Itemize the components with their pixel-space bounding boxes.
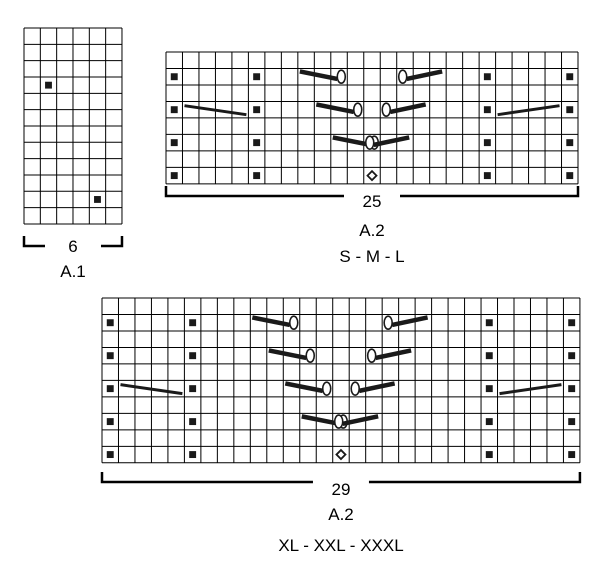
- chart-a2-large: 29 A.2 XL - XXL - XXXL: [100, 297, 582, 555]
- chart-a2-large-grid: [101, 297, 581, 464]
- chart-a2-small-marks: [170, 69, 574, 182]
- cable-stitch-bar: [251, 315, 291, 328]
- cable-stitch-oval: [397, 69, 408, 85]
- cable-stitch-bar: [391, 315, 429, 328]
- cable-stitch-oval: [321, 381, 332, 396]
- purl-stitch-symbol: [566, 139, 574, 147]
- cable-stitch-bar: [375, 348, 412, 361]
- cable-stitch-bar: [373, 135, 410, 148]
- cable-stitch-bar: [332, 135, 371, 148]
- cable-stitch-bar: [358, 381, 396, 394]
- chart-a1-width-bracket: [22, 236, 124, 248]
- chart-a2-small-width-bracket: [164, 186, 580, 198]
- purl-stitch-symbol: [483, 139, 491, 147]
- cable-stitch-oval: [336, 69, 347, 85]
- purl-stitch-symbol: [170, 73, 178, 81]
- cable-stitch-bar: [389, 102, 427, 115]
- diamond-stitch-symbol: [366, 169, 378, 182]
- cable-stitch-bar: [284, 381, 324, 394]
- chart-a2-small-stitch-count: 25: [363, 192, 382, 211]
- purl-stitch-symbol: [485, 451, 493, 459]
- purl-stitch-symbol: [253, 73, 261, 81]
- chart-a2-large-stitch-count: 29: [332, 480, 351, 499]
- purl-stitch-symbol: [106, 319, 114, 327]
- purl-stitch-symbol: [568, 319, 576, 327]
- cable-stitch-oval: [366, 348, 377, 363]
- chart-a1: 6 A.1: [22, 27, 124, 281]
- cable-stitch-oval: [350, 381, 361, 396]
- purl-stitch-symbol: [566, 106, 574, 114]
- chart-a2-small-name: A.2: [359, 221, 385, 240]
- purl-stitch-symbol: [568, 352, 576, 360]
- purl-stitch-symbol: [566, 172, 574, 180]
- cable-stitch-oval: [381, 102, 392, 117]
- cable-stitch-bar: [342, 414, 379, 427]
- purl-stitch-symbol: [106, 451, 114, 459]
- purl-stitch-symbol: [483, 73, 491, 81]
- decrease-slant-line: [184, 104, 247, 117]
- purl-stitch-symbol: [253, 106, 261, 114]
- chart-a2-large-width-bracket: [100, 472, 582, 484]
- cable-stitch-oval: [333, 414, 344, 429]
- purl-stitch-symbol: [566, 73, 574, 81]
- purl-stitch-symbol: [189, 385, 197, 393]
- cable-stitch-bar: [299, 69, 338, 82]
- purl-stitch-symbol: [485, 385, 493, 393]
- chart-a2-small-sizes: S - M - L: [339, 247, 404, 266]
- purl-stitch-symbol: [170, 172, 178, 180]
- cable-stitch-bar: [268, 348, 307, 361]
- chart-a2-small-grid: [165, 51, 579, 185]
- cable-stitch-oval: [305, 348, 316, 363]
- purl-stitch-symbol: [106, 352, 114, 360]
- chart-a1-marks: [45, 81, 101, 203]
- chart-a2-large-name: A.2: [328, 505, 354, 524]
- chart-a2-large-marks: [106, 315, 576, 461]
- diamond-stitch-symbol: [335, 448, 347, 461]
- purl-stitch-symbol: [253, 139, 261, 147]
- purl-stitch-symbol: [483, 106, 491, 114]
- cable-stitch-bar: [315, 102, 355, 115]
- purl-stitch-symbol: [94, 196, 101, 203]
- cable-stitch-bar: [406, 69, 443, 82]
- chart-a1-stitch-count: 6: [68, 237, 77, 256]
- increase-slant-line: [499, 383, 562, 396]
- purl-stitch-symbol: [568, 385, 576, 393]
- chart-a1-name: A.1: [60, 262, 86, 281]
- purl-stitch-symbol: [170, 106, 178, 114]
- cable-stitch-oval: [383, 315, 393, 331]
- cable-stitch-oval: [364, 135, 375, 150]
- purl-stitch-symbol: [106, 385, 114, 393]
- purl-stitch-symbol: [485, 319, 493, 327]
- purl-stitch-symbol: [189, 319, 197, 327]
- purl-stitch-symbol: [483, 172, 491, 180]
- chart-a2-large-sizes: XL - XXL - XXXL: [278, 536, 403, 555]
- purl-stitch-symbol: [45, 81, 52, 89]
- purl-stitch-symbol: [189, 418, 197, 426]
- chart-a2-small: 25 A.2 S - M - L: [164, 51, 580, 266]
- purl-stitch-symbol: [485, 352, 493, 360]
- cable-stitch-oval: [352, 102, 363, 117]
- purl-stitch-symbol: [485, 418, 493, 426]
- purl-stitch-symbol: [568, 451, 576, 459]
- purl-stitch-symbol: [189, 352, 197, 360]
- purl-stitch-symbol: [189, 451, 197, 459]
- purl-stitch-symbol: [253, 172, 261, 180]
- purl-stitch-symbol: [170, 139, 178, 147]
- increase-slant-line: [497, 104, 560, 117]
- cable-stitch-bar: [301, 414, 340, 427]
- decrease-slant-line: [120, 383, 183, 396]
- chart-a1-grid: [23, 27, 123, 225]
- cable-stitch-oval: [288, 315, 299, 331]
- purl-stitch-symbol: [106, 418, 114, 426]
- purl-stitch-symbol: [568, 418, 576, 426]
